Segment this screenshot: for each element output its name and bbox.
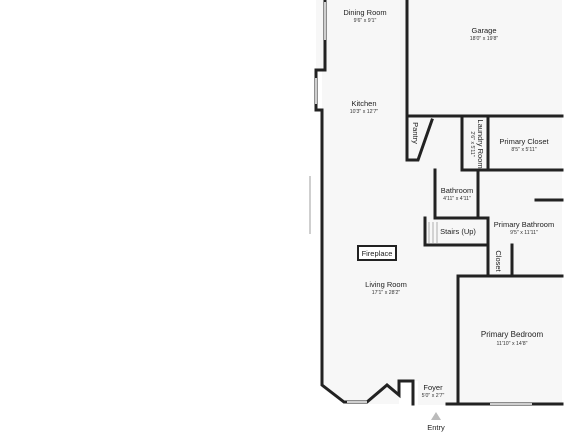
dining-room-label: Dining Room <box>343 8 386 17</box>
primary-closet-label: Primary Closet <box>499 137 549 146</box>
laundry-room-size: 2'6" x 5'11" <box>469 131 475 156</box>
foyer-size: 5'0" x 2'7" <box>422 393 445 399</box>
kitchen-label: Kitchen <box>351 99 376 108</box>
primary-bedroom-size: 11'10" x 14'8" <box>497 341 528 347</box>
floor-area <box>316 0 562 405</box>
fireplace-label: Fireplace <box>362 249 393 258</box>
living-room-size: 17'1" x 28'2" <box>372 290 401 296</box>
windows <box>309 2 532 405</box>
living-room-label: Living Room <box>365 280 407 289</box>
laundry-room-label: Laundry Room <box>476 119 485 168</box>
primary-bathroom-label: Primary Bathroom <box>494 220 554 229</box>
primary-bathroom-size: 9'5" x 11'11" <box>510 230 538 236</box>
dining-room-size: 9'6" x 9'1" <box>354 18 377 24</box>
pantry-label: Pantry <box>411 122 420 144</box>
stairs-treads <box>428 222 438 243</box>
foyer-label: Foyer <box>423 383 443 392</box>
fireplace-box <box>357 245 397 261</box>
bathroom-size: 4'11" x 4'11" <box>443 196 471 202</box>
garage-label: Garage <box>471 26 496 35</box>
bathroom-label: Bathroom <box>441 186 474 195</box>
primary-closet-size: 8'5" x 5'11" <box>511 147 536 153</box>
entry-label: Entry <box>427 423 445 432</box>
walls <box>314 0 564 406</box>
kitchen-size: 10'3" x 12'7" <box>350 109 379 115</box>
stairs-label: Stairs (Up) <box>440 227 476 236</box>
entry-arrow-icon <box>431 412 441 420</box>
primary-bedroom-label: Primary Bedroom <box>481 330 544 339</box>
closet-label: Closet <box>494 250 503 272</box>
garage-size: 18'0" x 19'8" <box>470 36 499 42</box>
